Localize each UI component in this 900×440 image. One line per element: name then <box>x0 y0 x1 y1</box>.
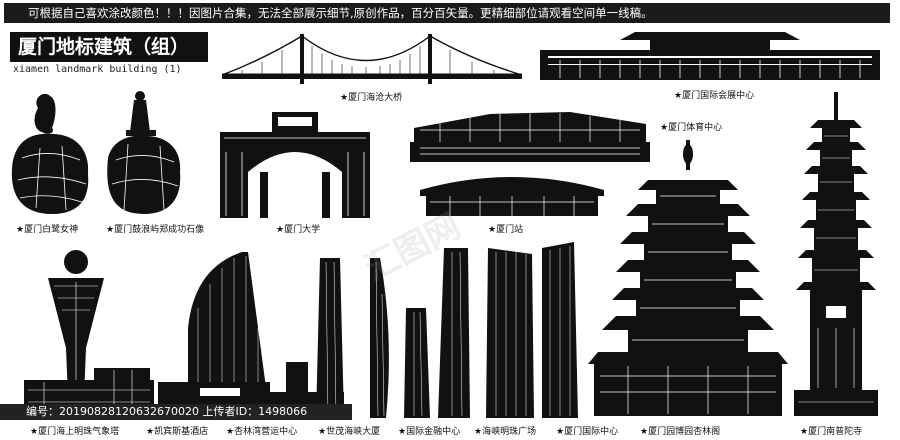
intl-center-illustration <box>542 242 578 418</box>
footer-id-bar: 编号：20190828120632670020 上传者ID：1498066 <box>0 404 352 420</box>
caption-stadium: ★厦门体育中心 <box>660 123 723 133</box>
caption-egret: ★厦门白鹭女神 <box>16 225 79 235</box>
page-subtitle: xiamen landmark building (1) <box>13 64 182 75</box>
station-illustration <box>420 177 604 216</box>
pearl-plaza-illustration <box>486 248 534 418</box>
caption-tower-weather: ★厦门海上明珠气象塔 <box>30 427 120 437</box>
caption-zheng: ★厦门鼓浪屿郑成功石像 <box>106 225 205 235</box>
caption-university: ★厦门大学 <box>276 225 321 235</box>
caption-nanputuo: ★厦门南普陀寺 <box>800 427 863 437</box>
caption-shimao: ★世茂海峡大厦 <box>318 427 381 437</box>
caption-finance: ★国际金融中心 <box>398 427 461 437</box>
caption-garden: ★厦门园博园杏林阁 <box>640 427 721 437</box>
kempinski-hotel-illustration <box>158 252 270 418</box>
weather-tower-illustration <box>24 250 154 418</box>
egret-goddess-illustration <box>11 93 89 214</box>
caption-pearl: ★海峡明珠广场 <box>474 427 537 437</box>
nanputuo-pagoda-illustration <box>794 92 878 416</box>
caption-station: ★厦门站 <box>488 225 524 235</box>
zheng-statue-illustration <box>107 91 181 214</box>
page-title: 厦门地标建筑（组） <box>10 32 208 62</box>
expo-center-illustration <box>540 32 880 80</box>
bridge-illustration <box>221 34 523 84</box>
notice-bar: 可根据自己喜欢涂改颜色！！！因图片合集，无法全部展示细节,原创作品，百分百矢量。… <box>4 3 890 23</box>
caption-intl-center: ★厦门国际中心 <box>556 427 619 437</box>
stadium-illustration <box>410 112 650 162</box>
shimao-tower-illustration <box>316 258 389 418</box>
caption-xinglin: ★杏林湾营运中心 <box>226 427 298 437</box>
caption-bridge: ★厦门海沧大桥 <box>340 93 403 103</box>
caption-kempinski: ★凯宾斯基酒店 <box>146 427 209 437</box>
caption-expo: ★厦门国际会展中心 <box>674 91 755 101</box>
university-gate-illustration <box>220 112 370 218</box>
finance-center-illustration <box>404 248 470 418</box>
garden-pavilion-illustration <box>588 140 788 416</box>
